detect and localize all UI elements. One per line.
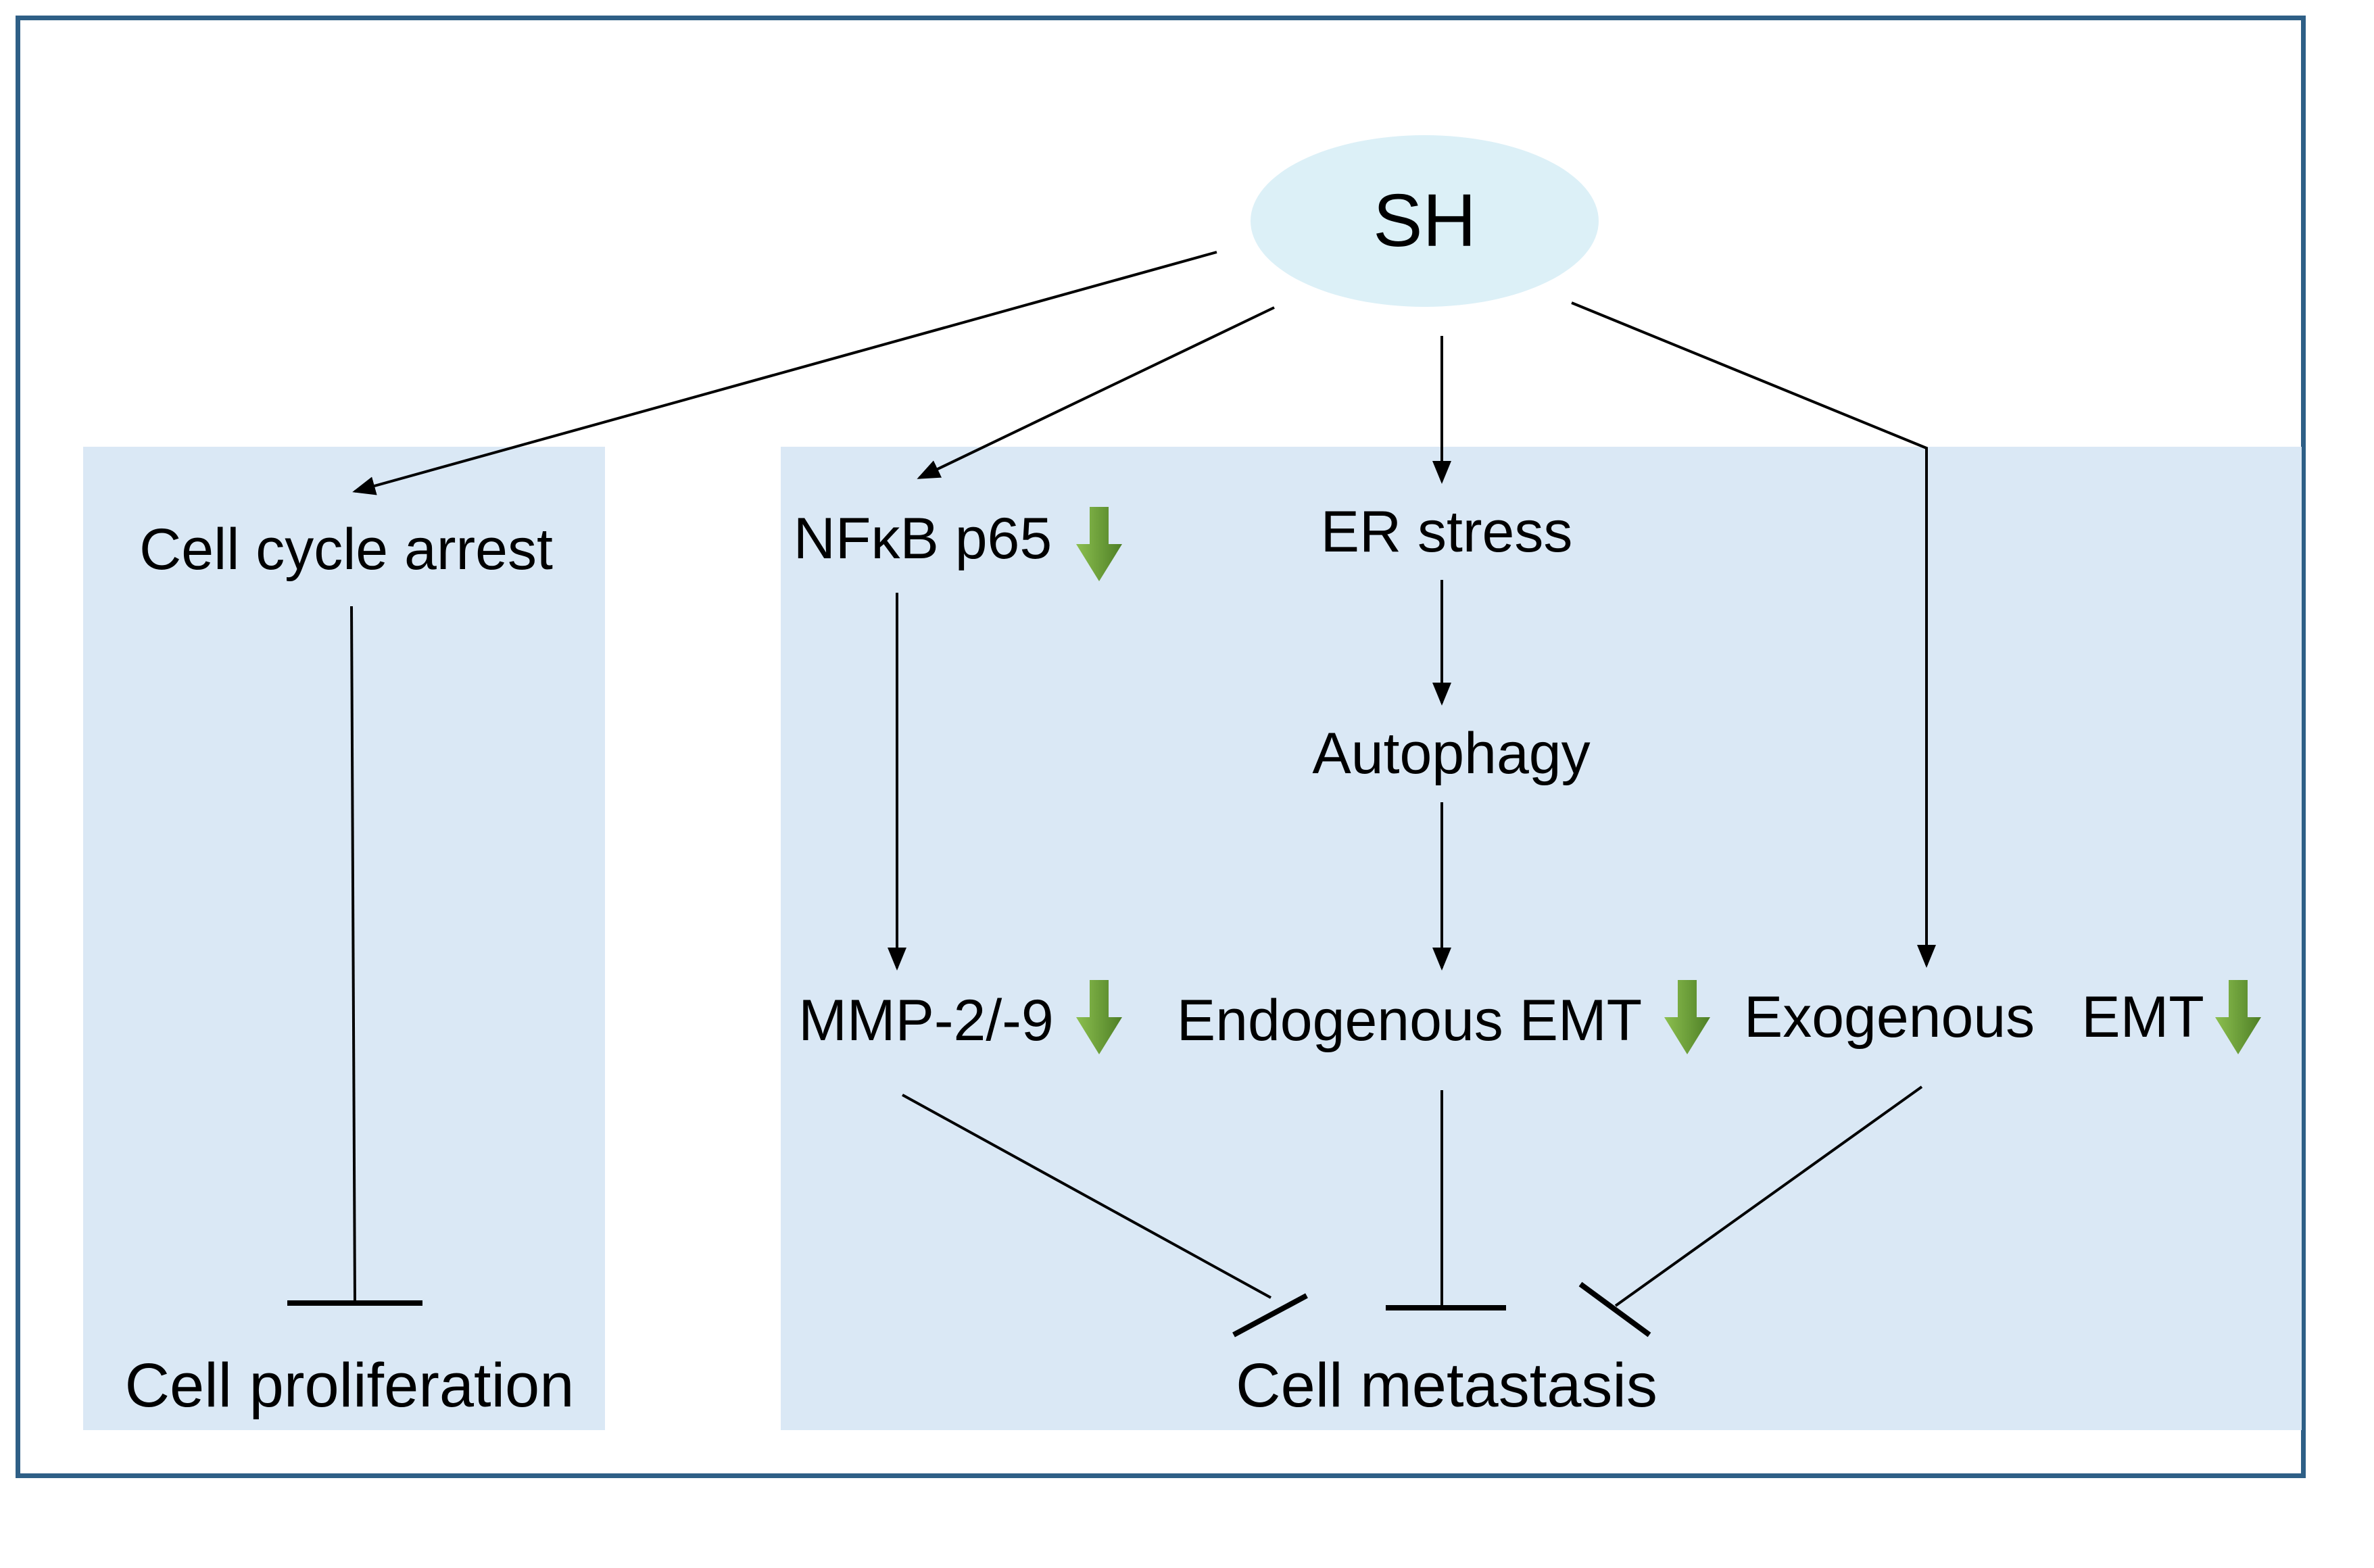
sh-node: SH (1251, 135, 1599, 307)
node-er-stress: ER stress (1320, 499, 1573, 564)
node-endogenous-emt: Endogenous EMT (1176, 988, 1643, 1053)
node-nfkb-p65: NFκB p65 (793, 506, 1052, 571)
proliferation-panel (83, 447, 605, 1430)
node-cell-proliferation: Cell proliferation (124, 1351, 575, 1420)
node-emt: EMT (2081, 985, 2204, 1050)
sh-label: SH (1373, 179, 1476, 262)
node-exogenous: Exogenous (1743, 985, 2035, 1050)
node-mmp-2-9: MMP-2/-9 (798, 988, 1054, 1053)
node-autophagy: Autophagy (1312, 721, 1591, 786)
node-cell-metastasis: Cell metastasis (1236, 1351, 1657, 1420)
node-cell-cycle-arrest: Cell cycle arrest (139, 517, 553, 582)
metastasis-panel (781, 447, 2302, 1430)
